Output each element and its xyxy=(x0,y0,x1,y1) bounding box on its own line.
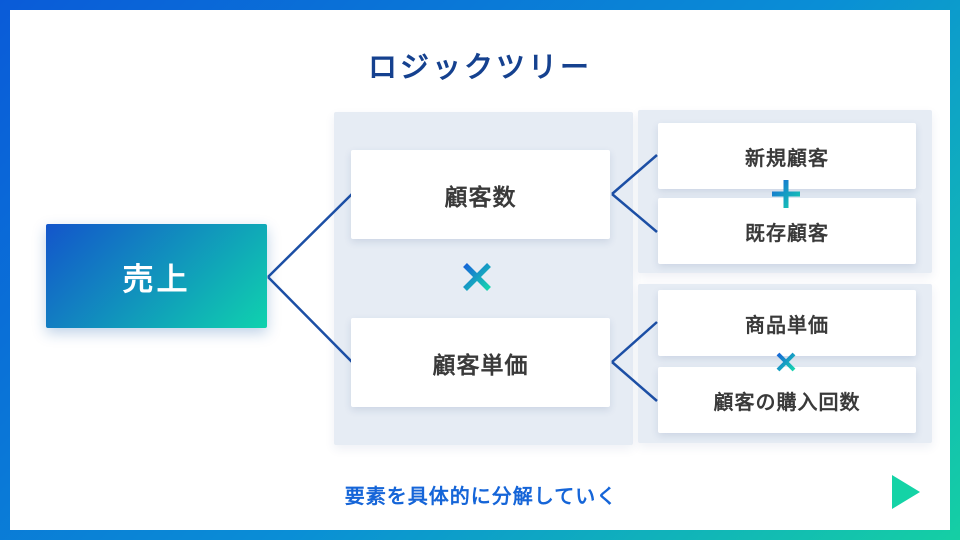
footer-right-arrowhead xyxy=(892,475,920,509)
node-customer-count: 顧客数 xyxy=(351,150,610,239)
node-sales-label: 売上 xyxy=(122,261,191,297)
node-product-unit-price: 商品単価 xyxy=(658,290,916,356)
node-existing-customers: 既存顧客 xyxy=(658,198,916,264)
footer-caption: 要素を具体的に分解していく xyxy=(344,486,618,508)
slide-canvas: ロジックツリー xyxy=(10,10,950,530)
node-sales: 売上 xyxy=(46,224,267,328)
node-purchase-frequency-label: 顧客の購入回数 xyxy=(713,391,861,414)
node-customer-count-label: 顧客数 xyxy=(444,183,517,210)
node-purchase-frequency: 顧客の購入回数 xyxy=(658,367,916,433)
plus-operator-icon xyxy=(772,180,800,208)
node-customer-unit-price: 顧客単価 xyxy=(351,318,610,407)
node-product-unit-price-label: 商品単価 xyxy=(745,314,829,337)
node-existing-customers-label: 既存顧客 xyxy=(745,222,829,245)
node-new-customers-label: 新規顧客 xyxy=(745,147,829,170)
multiply-operator-small-icon xyxy=(776,352,796,372)
node-customer-unit-price-label: 顧客単価 xyxy=(432,351,529,378)
multiply-operator-icon xyxy=(463,263,491,291)
page-title: ロジックツリー xyxy=(367,52,592,84)
node-new-customers: 新規顧客 xyxy=(658,123,916,189)
